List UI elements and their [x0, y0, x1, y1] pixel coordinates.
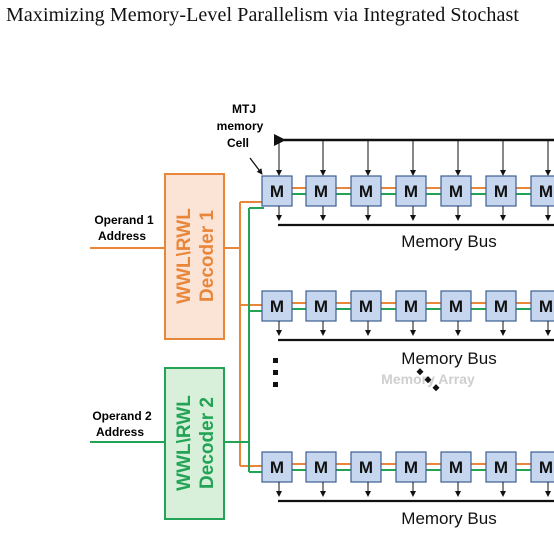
memory-cell-label: M	[539, 297, 553, 316]
page-title: Maximizing Memory-Level Parallelism via …	[6, 4, 519, 26]
memory-cell: M	[485, 451, 517, 497]
memory-cell-label: M	[404, 297, 418, 316]
mtj-label-line3: Cell	[227, 136, 249, 150]
memory-cell: M	[261, 140, 293, 221]
diagonal-ellipsis	[416, 368, 440, 392]
memory-cell-label: M	[449, 458, 463, 477]
memory-bus-label: Memory Bus	[401, 349, 496, 368]
memory-cell-label: M	[449, 182, 463, 201]
memory-cell: M	[395, 451, 427, 497]
decoder1-box	[164, 173, 225, 340]
operand1-label-line2: Address	[98, 229, 146, 243]
memory-cell: M	[530, 290, 554, 336]
memory-cell: M	[305, 290, 337, 336]
decoder1: WWL\RWL Decoder 1	[164, 173, 225, 340]
operand2-label-line2: Address	[96, 425, 144, 439]
memory-cell-label: M	[314, 182, 328, 201]
memory-cell-label: M	[539, 458, 553, 477]
memory-row: M M M M M M M Memory Bus	[261, 140, 554, 251]
memory-cell-label: M	[404, 182, 418, 201]
mtj-label-line2: memory	[217, 119, 264, 133]
mtj-label-line1: MTJ	[232, 102, 256, 116]
memory-cell: M	[530, 451, 554, 497]
memory-cell-label: M	[359, 458, 373, 477]
memory-row: M M M M M M M Memory Bus	[261, 290, 554, 368]
decoder2-line2: Decoder 2	[197, 397, 218, 489]
decoder1-line2: Decoder 1	[197, 210, 218, 302]
memory-cell-label: M	[270, 297, 284, 316]
memory-cell: M	[261, 451, 293, 497]
memory-bus-label: Memory Bus	[401, 232, 496, 251]
operand2-label-line1: Operand 2	[92, 409, 152, 423]
decoder2-line1: WWL\RWL	[174, 395, 195, 491]
memory-cell-label: M	[270, 458, 284, 477]
memory-cell-label: M	[494, 297, 508, 316]
memory-bus-label: Memory Bus	[401, 509, 496, 528]
decoder2: WWL\RWL Decoder 2	[164, 367, 225, 520]
memory-cell: M	[485, 290, 517, 336]
memory-cell: M	[350, 140, 382, 221]
memory-cell-label: M	[494, 458, 508, 477]
mtj-pointer-arrow	[249, 157, 263, 175]
operand1-address: Operand 1 Address	[94, 213, 154, 243]
memory-cell: M	[350, 451, 382, 497]
decoder-routing	[224, 201, 264, 473]
memory-cell-label: M	[270, 182, 284, 201]
memory-cell-label: M	[404, 458, 418, 477]
memory-cell-label: M	[449, 297, 463, 316]
operand2-address: Operand 2 Address	[92, 409, 152, 439]
memory-cell: M	[485, 140, 517, 221]
mtj-memory-cell-label: MTJ memory Cell	[217, 102, 264, 175]
memory-cell: M	[440, 451, 472, 497]
memory-cell: M	[305, 140, 337, 221]
memory-cell: M	[261, 290, 293, 336]
memory-row: M M M M M M M Memory Bus	[261, 451, 554, 528]
memory-cell-label: M	[494, 182, 508, 201]
memory-cell: M	[395, 290, 427, 336]
memory-cell-label: M	[314, 458, 328, 477]
memory-cell: M	[350, 290, 382, 336]
memory-cell-label: M	[539, 182, 553, 201]
decoder2-box	[164, 367, 225, 520]
memory-cell-label: M	[314, 297, 328, 316]
memory-cell: M	[440, 140, 472, 221]
memory-cell: M	[440, 290, 472, 336]
decoder1-line1: WWL\RWL	[174, 208, 195, 304]
memory-cell-label: M	[359, 182, 373, 201]
memory-cell: M	[395, 140, 427, 221]
vertical-ellipsis	[273, 358, 278, 387]
operand1-label-line1: Operand 1	[94, 213, 154, 227]
memory-cell: M	[530, 140, 554, 221]
memory-cell: M	[305, 451, 337, 497]
memory-cell-label: M	[359, 297, 373, 316]
